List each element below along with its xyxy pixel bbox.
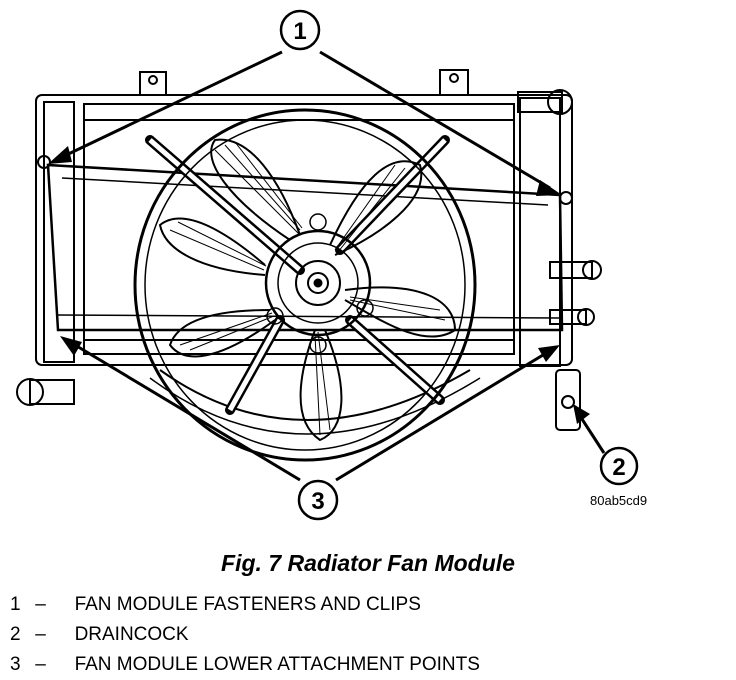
callout-1-number: 1	[293, 18, 306, 45]
callout-1-circle	[279, 9, 321, 51]
legend-number: 1	[10, 594, 21, 615]
callout-3-number: 3	[311, 488, 324, 515]
figure-code: 80ab5cd9	[590, 493, 647, 508]
radiator-fan-module-diagram: 1 2 3 80ab5cd9	[16, 9, 647, 521]
radiator	[16, 69, 602, 435]
legend-item-3: 3 – FAN MODULE LOWER ATTACHMENT POINTS	[10, 650, 480, 680]
legend-separator: –	[35, 594, 46, 615]
legend-label: FAN MODULE FASTENERS AND CLIPS	[74, 594, 421, 615]
callout-3-circle	[297, 479, 339, 521]
legend-separator: –	[35, 654, 46, 675]
legend-separator: –	[35, 624, 46, 645]
legend-item-1: 1 – FAN MODULE FASTENERS AND CLIPS	[10, 590, 480, 620]
callout-1: 1	[37, 9, 573, 205]
fan	[133, 108, 477, 462]
callout-2: 2	[573, 404, 639, 486]
legend-label: DRAINCOCK	[74, 624, 189, 645]
figure-caption: Fig. 7 Radiator Fan Module	[221, 550, 515, 576]
callout-2-circle	[599, 446, 639, 486]
callout-legend: 1 – FAN MODULE FASTENERS AND CLIPS 2 – D…	[10, 590, 480, 680]
callout-2-number: 2	[612, 454, 625, 481]
legend-number: 3	[10, 654, 21, 675]
fan-shroud	[46, 135, 564, 415]
legend-number: 2	[10, 624, 21, 645]
legend-item-2: 2 – DRAINCOCK	[10, 620, 480, 650]
legend-label: FAN MODULE LOWER ATTACHMENT POINTS	[74, 654, 480, 675]
callout-3: 3	[60, 336, 560, 521]
